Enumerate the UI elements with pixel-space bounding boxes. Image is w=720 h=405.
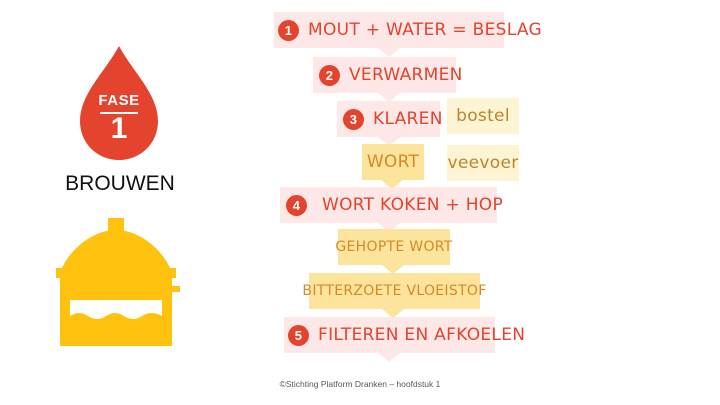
step-5-arrow [378,353,400,362]
step-2-box: 2 VERWARMEN [313,57,462,93]
step-1-label: MOUT + WATER = BESLAG [308,20,542,40]
step-2-arrow [378,93,400,102]
step-2-label: VERWARMEN [349,65,463,85]
byproduct-spent-grain-box: bostel [447,98,519,134]
phase-number: 1 [110,112,128,145]
step-4-arrow [378,223,400,232]
step-3-number: 3 [343,108,364,130]
byproduct-spent-grain-label: bostel [456,106,510,126]
step-3-arrow [378,137,400,146]
step-5-label: FILTEREN EN AFKOELEN [318,325,526,345]
step-2-number: 2 [319,64,340,86]
product-wort-label: WORT [366,152,420,172]
product-bittersweet-arrow [382,309,404,318]
phase-label: FASE [98,92,140,109]
product-hopped-wort-box: GEHOPTE WORT [335,229,453,265]
product-hopped-wort-label: GEHOPTE WORT [335,239,453,255]
phase-title: BROUWEN [65,172,175,195]
product-hopped-wort-arrow [382,265,404,274]
step-3-box: 3 KLAREN [337,101,443,137]
step-3-label: KLAREN [373,109,443,129]
product-bittersweet-box: BITTERZOETE VLOEISTOF [302,273,486,309]
footer-credit: ©Stichting Platform Dranken – hoofdstuk … [279,379,441,389]
step-4-number: 4 [286,194,307,216]
product-bittersweet-label: BITTERZOETE VLOEISTOF [302,283,487,299]
step-5-number: 5 [288,324,309,346]
step-1-arrow [378,48,400,57]
step-4-label: WORT KOKEN + HOP [322,195,504,215]
byproduct-feed-label: veevoer [447,153,519,173]
step-4-box: 4 WORT KOKEN + HOP [280,187,503,223]
brew-kettle-icon [56,218,180,346]
product-wort-box: WORT [362,144,424,180]
phase-divider [100,112,138,114]
byproduct-feed-box: veevoer [447,145,519,181]
product-wort-arrow [381,180,403,189]
drop-icon [80,46,158,160]
step-1-number: 1 [278,19,299,41]
step-1-box: 1 MOUT + WATER = BESLAG [274,12,542,48]
step-5-box: 5 FILTEREN EN AFKOELEN [284,317,525,353]
